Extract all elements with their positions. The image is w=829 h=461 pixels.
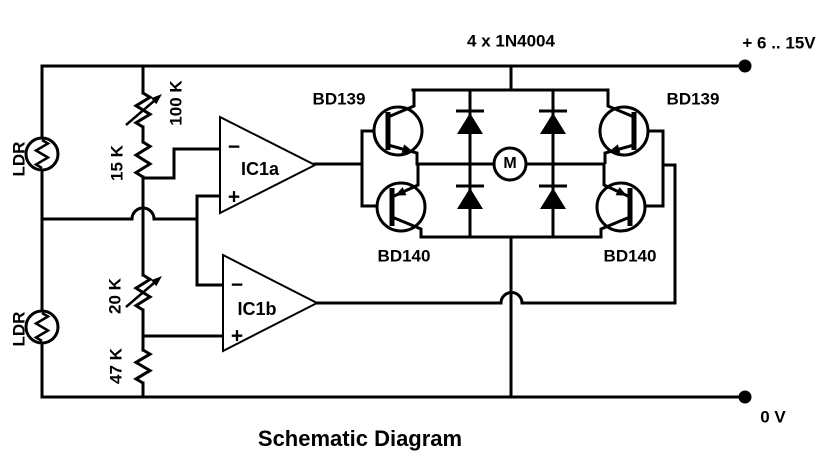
ldr-upper-label: LDR: [9, 141, 29, 177]
res-15k-zigzag: [133, 140, 153, 179]
schematic-title: Schematic Diagram: [257, 426, 463, 451]
opamp-ic1a-triangle: [219, 115, 318, 215]
q3-bd139-label: BD139: [666, 89, 720, 109]
motor-symbol: [492, 146, 528, 182]
ground-rail-label: 0 V: [760, 407, 786, 427]
q2-emitter-arrow: [395, 187, 407, 196]
pot-100k-arrowhead: [151, 94, 162, 105]
opamp-ic1b-triangle: [222, 253, 320, 353]
wire-ldr-tap-hop: [40, 206, 199, 221]
ldr-lower-label: LDR: [9, 311, 29, 347]
ic1b-noninverting-pin: +: [230, 324, 244, 348]
res-47k-label: 47 K: [106, 348, 126, 384]
q3-emitter-arrow: [609, 144, 621, 153]
wire-ic1a-inv: [141, 147, 222, 180]
motor-label: M: [503, 155, 517, 172]
diode-set-label: 4 x 1N4004: [467, 31, 555, 51]
q1-emitter-arrow: [401, 144, 413, 153]
terminal-ground: [738, 390, 752, 404]
transistor-q1-bd139: [372, 90, 424, 164]
ic1a-noninverting-pin: +: [227, 185, 241, 209]
wire-input-tie: [195, 194, 225, 287]
transistor-q3-bd139: [598, 90, 650, 164]
res-47k-zigzag: [133, 348, 153, 385]
flyback-diodes: [456, 109, 567, 209]
wire-right-base-jog: [661, 163, 677, 305]
wire-ic1b-out-hop: [315, 291, 677, 305]
opamp-ic1a-label: IC1a: [240, 159, 280, 179]
q2-bd140-label: BD140: [377, 246, 431, 266]
opamp-ic1b-label: IC1b: [237, 299, 277, 319]
diode-3-arrow: [540, 113, 566, 134]
ic1a-inverting-pin: −: [227, 135, 241, 159]
wires: [40, 64, 747, 399]
positive-rail-label: + 6 .. 15V: [742, 33, 816, 53]
transistor-q2-bd140: [375, 164, 427, 237]
ldr-upper-symbol: [24, 136, 60, 172]
diode-1-arrow: [457, 113, 483, 134]
q1-bd139-label: BD139: [312, 89, 366, 109]
pot-arrows: [125, 94, 162, 308]
q4-emitter-arrow: [615, 187, 627, 196]
res-15k-label: 15 K: [107, 145, 127, 181]
pot-20k-label: 20 K: [105, 278, 125, 314]
ic1b-inverting-pin: −: [230, 273, 244, 297]
pot-20k-arrowhead: [151, 276, 162, 287]
pot-100k-label: 100 K: [166, 80, 186, 126]
diode-4-arrow: [540, 188, 566, 209]
ldr-lower-symbol: [24, 309, 60, 345]
transistor-q4-bd140: [595, 164, 647, 237]
terminal-positive: [738, 59, 752, 73]
q4-bd140-label: BD140: [603, 246, 657, 266]
diode-2-arrow: [457, 188, 483, 209]
